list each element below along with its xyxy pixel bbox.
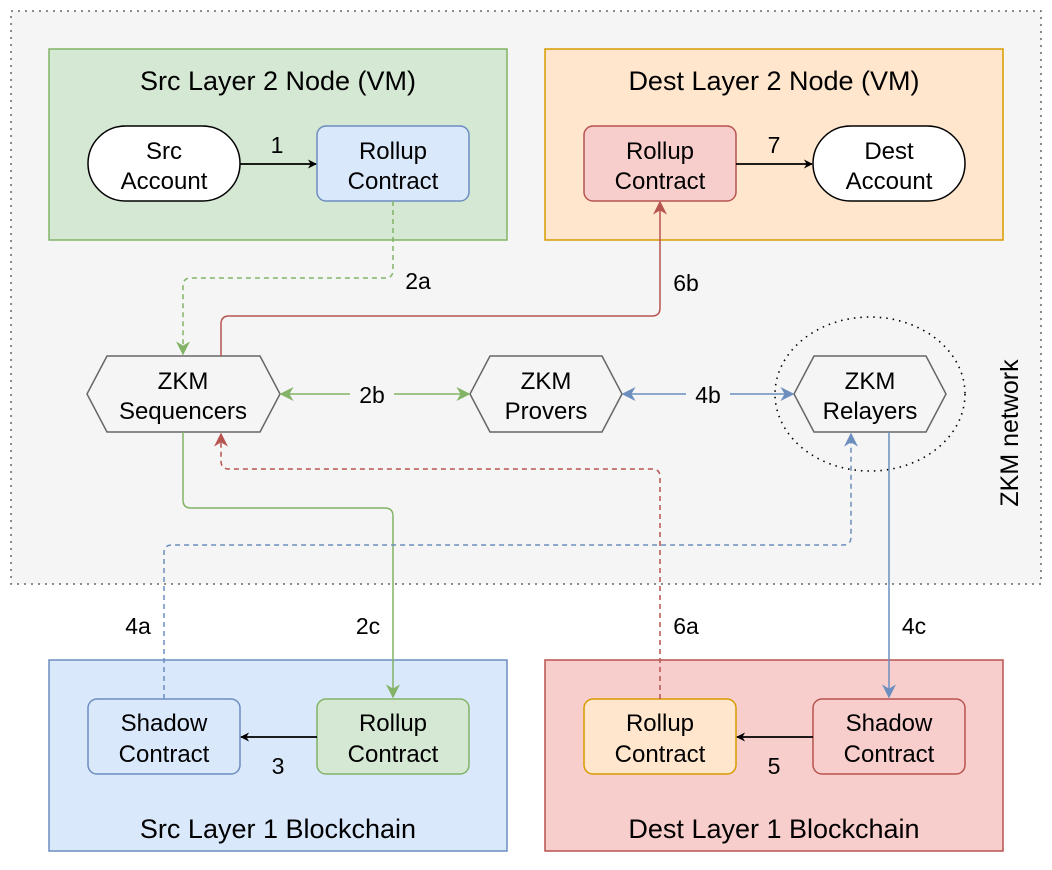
- zkm-sequencers-node: ZKM Sequencers: [86, 355, 281, 433]
- dest-layer2-title: Dest Layer 2 Node (VM): [628, 66, 919, 96]
- src-l1-rollup-line1: Rollup: [359, 710, 427, 737]
- edge-label-4c: 4c: [902, 613, 926, 639]
- src-l1-shadow-line1: Shadow: [121, 710, 208, 737]
- dest-l2-rollup-line1: Rollup: [626, 138, 694, 165]
- src-l1-shadow-contract: Shadow Contract: [87, 698, 241, 775]
- dest-account-line1: Dest: [864, 138, 914, 165]
- edge-label-2b: 2b: [359, 382, 385, 408]
- src-l1-rollup-line2: Contract: [348, 741, 439, 768]
- zkm-relayers-line1: ZKM: [845, 368, 896, 395]
- src-l2-rollup-contract: Rollup Contract: [316, 125, 470, 202]
- src-l1-rollup-contract: Rollup Contract: [316, 698, 470, 775]
- dest-l1-rollup-line2: Contract: [615, 741, 706, 768]
- src-layer2-title: Src Layer 2 Node (VM): [140, 66, 416, 96]
- zkm-sequencers-line2: Sequencers: [119, 398, 247, 425]
- dest-l1-rollup-contract: Rollup Contract: [583, 698, 737, 775]
- edge-label-4b: 4b: [695, 382, 721, 408]
- edge-label-6a: 6a: [673, 613, 699, 639]
- edge-label-3: 3: [272, 753, 285, 779]
- zkm-relayers-node: ZKM Relayers: [793, 355, 947, 433]
- zkm-provers-node: ZKM Provers: [469, 355, 623, 433]
- edge-label-2a: 2a: [405, 268, 431, 294]
- dest-layer1-title: Dest Layer 1 Blockchain: [628, 814, 919, 844]
- dest-l1-shadow-line2: Contract: [844, 741, 935, 768]
- zkm-sequencers-line1: ZKM: [158, 368, 209, 395]
- dest-account: Dest Account: [812, 125, 966, 202]
- dest-l1-shadow-line1: Shadow: [846, 710, 933, 737]
- zkm-network-label: ZKM network: [996, 359, 1024, 507]
- zkm-provers-line2: Provers: [505, 398, 588, 425]
- edge-label-2c: 2c: [356, 613, 380, 639]
- edge-step-6a: [214, 432, 661, 699]
- edge-label-4a: 4a: [125, 613, 151, 639]
- src-l2-rollup-line2: Contract: [348, 168, 439, 195]
- edge-label-6b: 6b: [673, 270, 699, 296]
- dest-l2-rollup-line2: Contract: [615, 168, 706, 195]
- zkm-provers-line1: ZKM: [521, 368, 572, 395]
- src-l2-rollup-line1: Rollup: [359, 138, 427, 165]
- relayers-highlight-ellipse: [774, 316, 966, 472]
- zkm-relayers-line2: Relayers: [823, 398, 918, 425]
- edge-step-4a: [163, 432, 858, 699]
- edge-step-6b: [220, 200, 667, 356]
- dest-l2-rollup-contract: Rollup Contract: [583, 125, 737, 202]
- src-l1-shadow-line2: Contract: [119, 741, 210, 768]
- edge-label-1: 1: [271, 132, 284, 158]
- edge-label-5: 5: [768, 753, 781, 779]
- src-layer1-title: Src Layer 1 Blockchain: [140, 814, 416, 844]
- edge-step-2c: [182, 432, 400, 699]
- src-account: Src Account: [87, 125, 241, 202]
- dest-l1-shadow-contract: Shadow Contract: [812, 698, 966, 775]
- dest-l1-rollup-line1: Rollup: [626, 710, 694, 737]
- edge-label-2b-bg: [350, 380, 394, 408]
- edge-label-4b-bg: [686, 380, 730, 408]
- src-account-line2: Account: [121, 168, 208, 195]
- src-account-line1: Src: [146, 138, 182, 165]
- edge-label-7: 7: [768, 132, 781, 158]
- dest-account-line2: Account: [846, 168, 933, 195]
